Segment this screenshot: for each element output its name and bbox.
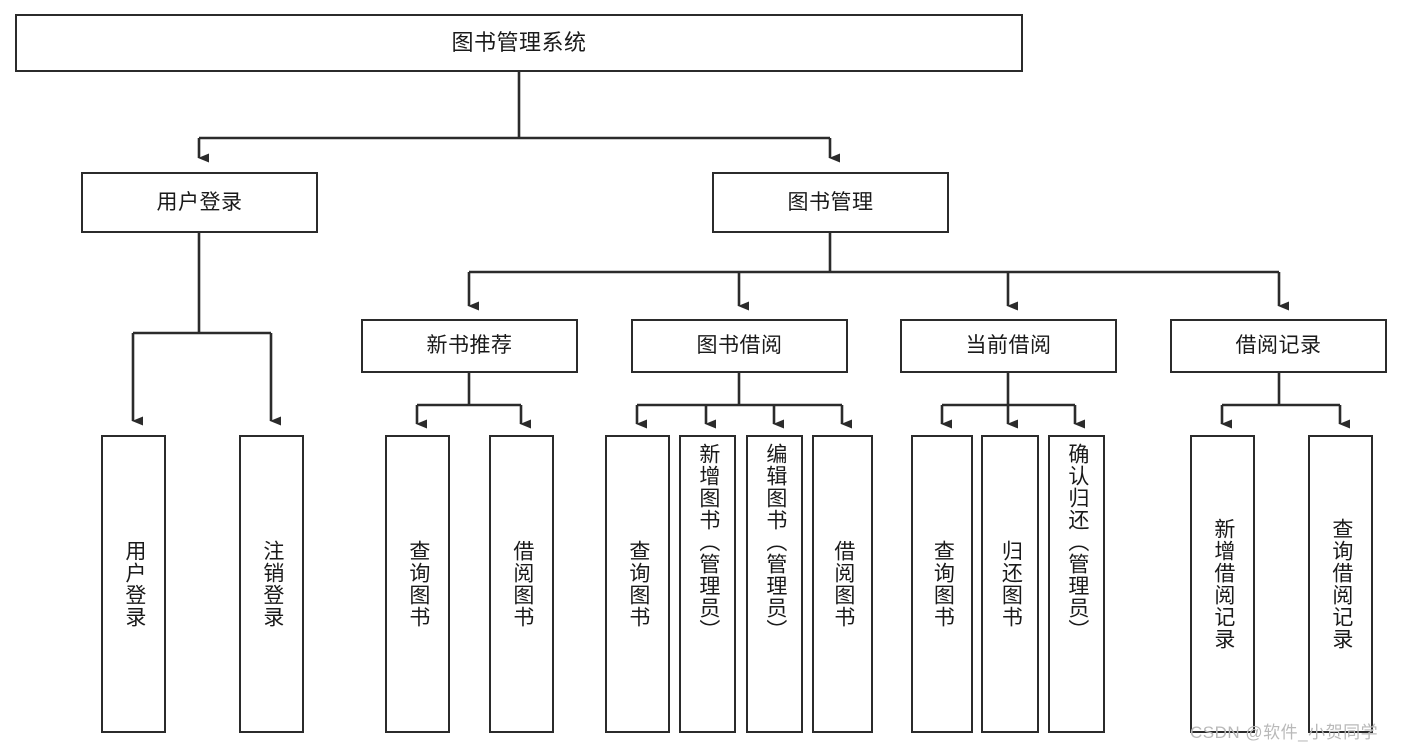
node-current-borrow-label: 当前借阅 xyxy=(965,334,1052,358)
node-current-borrow[interactable]: 当前借阅 xyxy=(900,319,1117,373)
node-root[interactable]: 图书管理系统 xyxy=(15,14,1023,72)
csdn-watermark: CSDN @软件_小贺同学 xyxy=(1190,723,1379,742)
leaf-logout-label: 注销登录 xyxy=(260,540,284,628)
leaf-borrow-book-2[interactable]: 借阅图书 xyxy=(812,435,873,733)
node-book-borrow[interactable]: 图书借阅 xyxy=(631,319,848,373)
node-book-manage[interactable]: 图书管理 xyxy=(712,172,949,233)
leaf-borrow-book-1[interactable]: 借阅图书 xyxy=(489,435,554,733)
leaf-edit-book-admin[interactable]: 编辑图书（管理员） xyxy=(746,435,803,733)
node-book-borrow-label: 图书借阅 xyxy=(696,334,783,358)
leaf-query-book-3-label: 查询图书 xyxy=(931,540,955,628)
node-borrow-record[interactable]: 借阅记录 xyxy=(1170,319,1387,373)
leaf-query-record-label: 查询借阅记录 xyxy=(1329,518,1353,650)
leaf-add-record[interactable]: 新增借阅记录 xyxy=(1190,435,1255,733)
leaf-add-book-admin[interactable]: 新增图书（管理员） xyxy=(679,435,736,733)
leaf-user-login-label: 用户登录 xyxy=(122,540,146,628)
leaf-add-book-admin-label: 新增图书（管理员） xyxy=(696,443,720,641)
leaf-confirm-return-admin-label: 确认归还（管理员） xyxy=(1065,443,1089,641)
node-user-login[interactable]: 用户登录 xyxy=(81,172,318,233)
leaf-query-book-1[interactable]: 查询图书 xyxy=(385,435,450,733)
leaf-add-record-label: 新增借阅记录 xyxy=(1211,518,1235,650)
leaf-query-record[interactable]: 查询借阅记录 xyxy=(1308,435,1373,733)
leaf-user-login[interactable]: 用户登录 xyxy=(101,435,166,733)
leaf-query-book-2-label: 查询图书 xyxy=(626,540,650,628)
node-root-label: 图书管理系统 xyxy=(451,29,587,55)
leaf-borrow-book-1-label: 借阅图书 xyxy=(510,540,534,628)
leaf-confirm-return-admin[interactable]: 确认归还（管理员） xyxy=(1048,435,1105,733)
leaf-edit-book-admin-label: 编辑图书（管理员） xyxy=(763,443,787,641)
leaf-query-book-2[interactable]: 查询图书 xyxy=(605,435,670,733)
leaf-query-book-1-label: 查询图书 xyxy=(406,540,430,628)
node-borrow-record-label: 借阅记录 xyxy=(1235,334,1322,358)
leaf-logout[interactable]: 注销登录 xyxy=(239,435,304,733)
leaf-return-book-label: 归还图书 xyxy=(999,540,1023,628)
leaf-query-book-3[interactable]: 查询图书 xyxy=(911,435,973,733)
leaf-return-book[interactable]: 归还图书 xyxy=(981,435,1039,733)
leaf-borrow-book-2-label: 借阅图书 xyxy=(831,540,855,628)
node-user-login-label: 用户登录 xyxy=(156,190,243,214)
node-new-book-rec-label: 新书推荐 xyxy=(426,334,513,358)
node-new-book-rec[interactable]: 新书推荐 xyxy=(361,319,578,373)
node-book-manage-label: 图书管理 xyxy=(787,190,874,214)
